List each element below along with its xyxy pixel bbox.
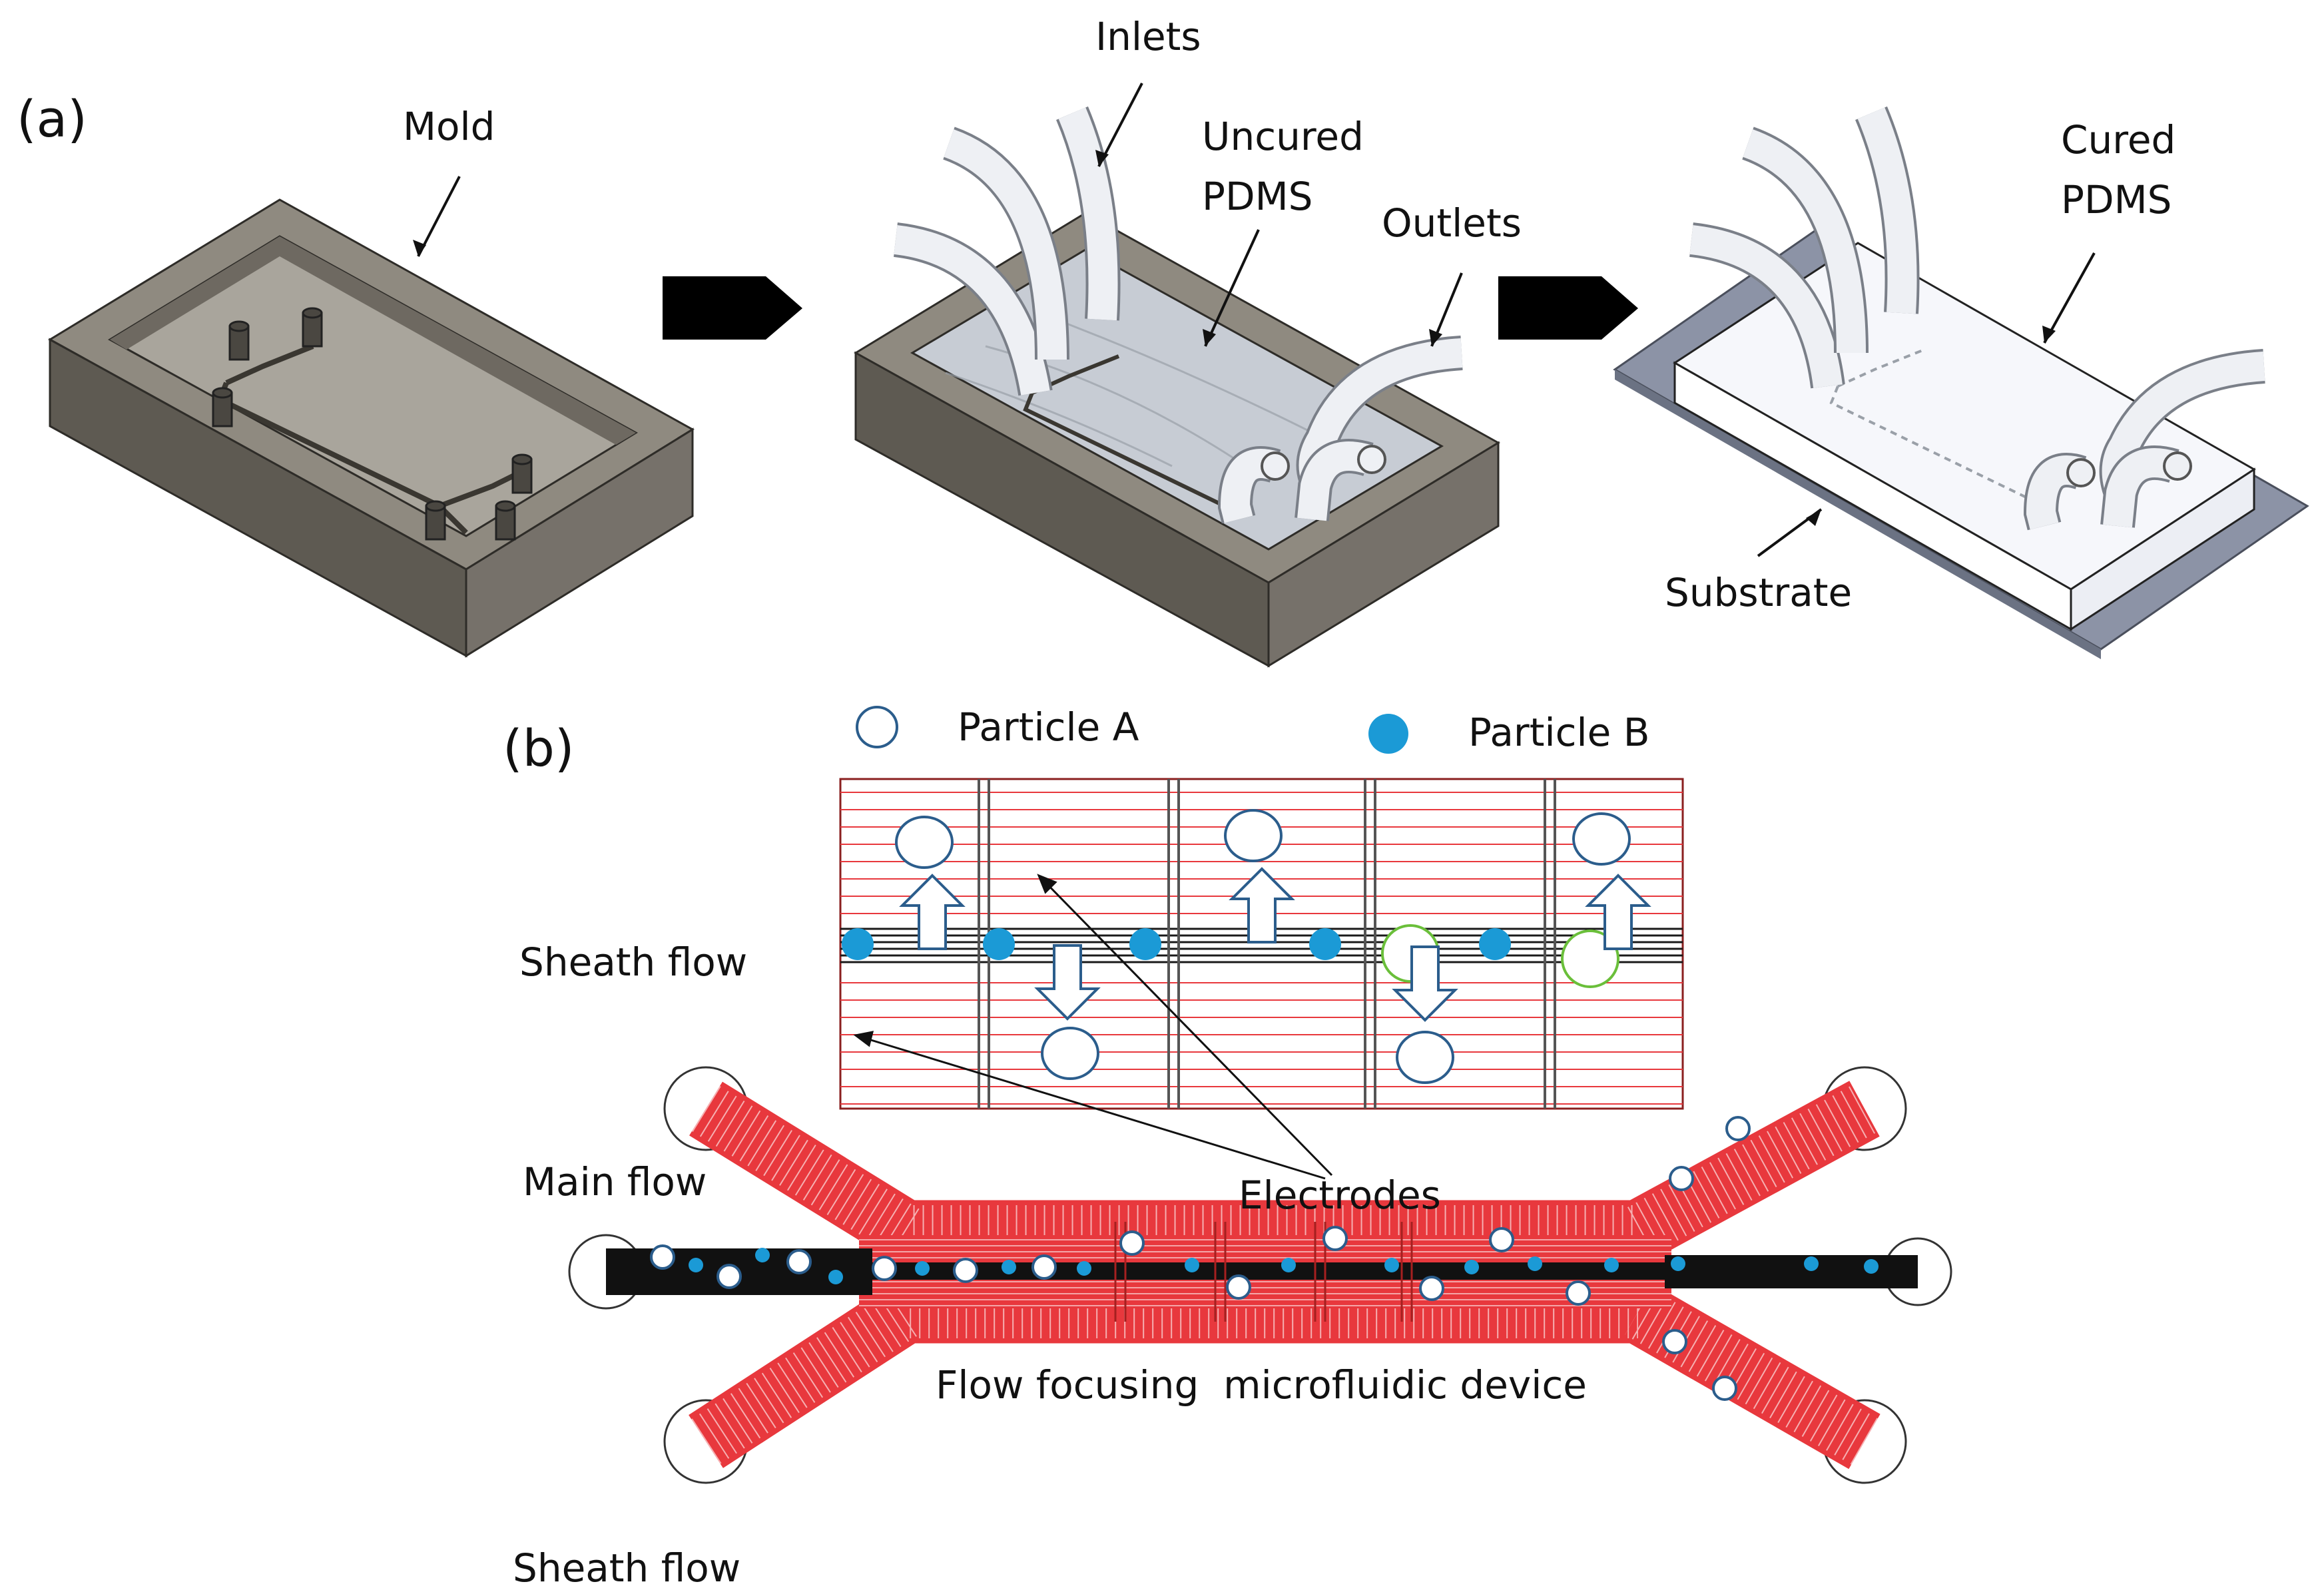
sheath-flow-bottom-label: Sheath flow <box>513 1545 740 1591</box>
substrate-label: Substrate <box>1665 570 1852 615</box>
uncured-leader-head <box>1203 329 1216 346</box>
mold-with-uncured-pdms <box>854 212 1500 668</box>
process-arrow-2-icon <box>1498 276 1638 340</box>
cured-leader <box>2043 252 2096 344</box>
outlets-label: Outlets <box>1382 200 1522 246</box>
mold-leader-head <box>413 240 426 256</box>
uncured-label-2: PDMS <box>1202 174 1313 219</box>
device-label: Flow focusing microfluidic device <box>936 1362 1587 1408</box>
cured-label-2: PDMS <box>2061 177 2172 222</box>
legend-particle-b-icon <box>1368 714 1408 754</box>
device-particles-a <box>650 1116 1751 1401</box>
electrodes-label: Electrodes <box>1239 1173 1441 1218</box>
legend-particle-a-label: Particle A <box>958 704 1139 750</box>
panel-b-label: (b) <box>503 718 575 778</box>
cured-leader-head <box>2042 326 2056 343</box>
outlets-leader-head <box>1429 329 1442 346</box>
legend-particle-a-icon <box>856 706 898 748</box>
inlets-leader <box>1097 83 1143 167</box>
device-particles-b <box>689 1248 1879 1284</box>
inlets-leader-head <box>1095 150 1109 166</box>
inlet-tubes <box>893 106 1121 396</box>
process-arrow-1-icon <box>663 276 802 340</box>
inset-particles-a <box>895 809 1631 1084</box>
uncured-leader <box>1204 229 1260 347</box>
mold-block <box>48 198 695 658</box>
legend-particle-b-label: Particle B <box>1468 710 1650 755</box>
dep-force-arrows-icon <box>899 867 1651 1022</box>
main-flow-label: Main flow <box>523 1159 707 1204</box>
mold-label: Mold <box>403 104 495 149</box>
sheath-flow-top-label: Sheath flow <box>519 939 747 985</box>
outlet-tubes <box>1217 336 1463 524</box>
electrode-leaders <box>853 874 1333 1180</box>
panel-a-label: (a) <box>17 89 87 148</box>
inset-particles-b <box>842 928 1511 960</box>
cured-label-1: Cured <box>2061 117 2176 162</box>
mold-leader <box>417 176 461 257</box>
cured-tubes <box>1689 106 2265 531</box>
mold-posts <box>212 307 533 541</box>
microfluidic-device <box>568 1066 1952 1484</box>
inlets-label: Inlets <box>1095 14 1201 59</box>
uncured-label-1: Uncured <box>1202 114 1364 159</box>
substrate-leader-head <box>1806 509 1821 526</box>
